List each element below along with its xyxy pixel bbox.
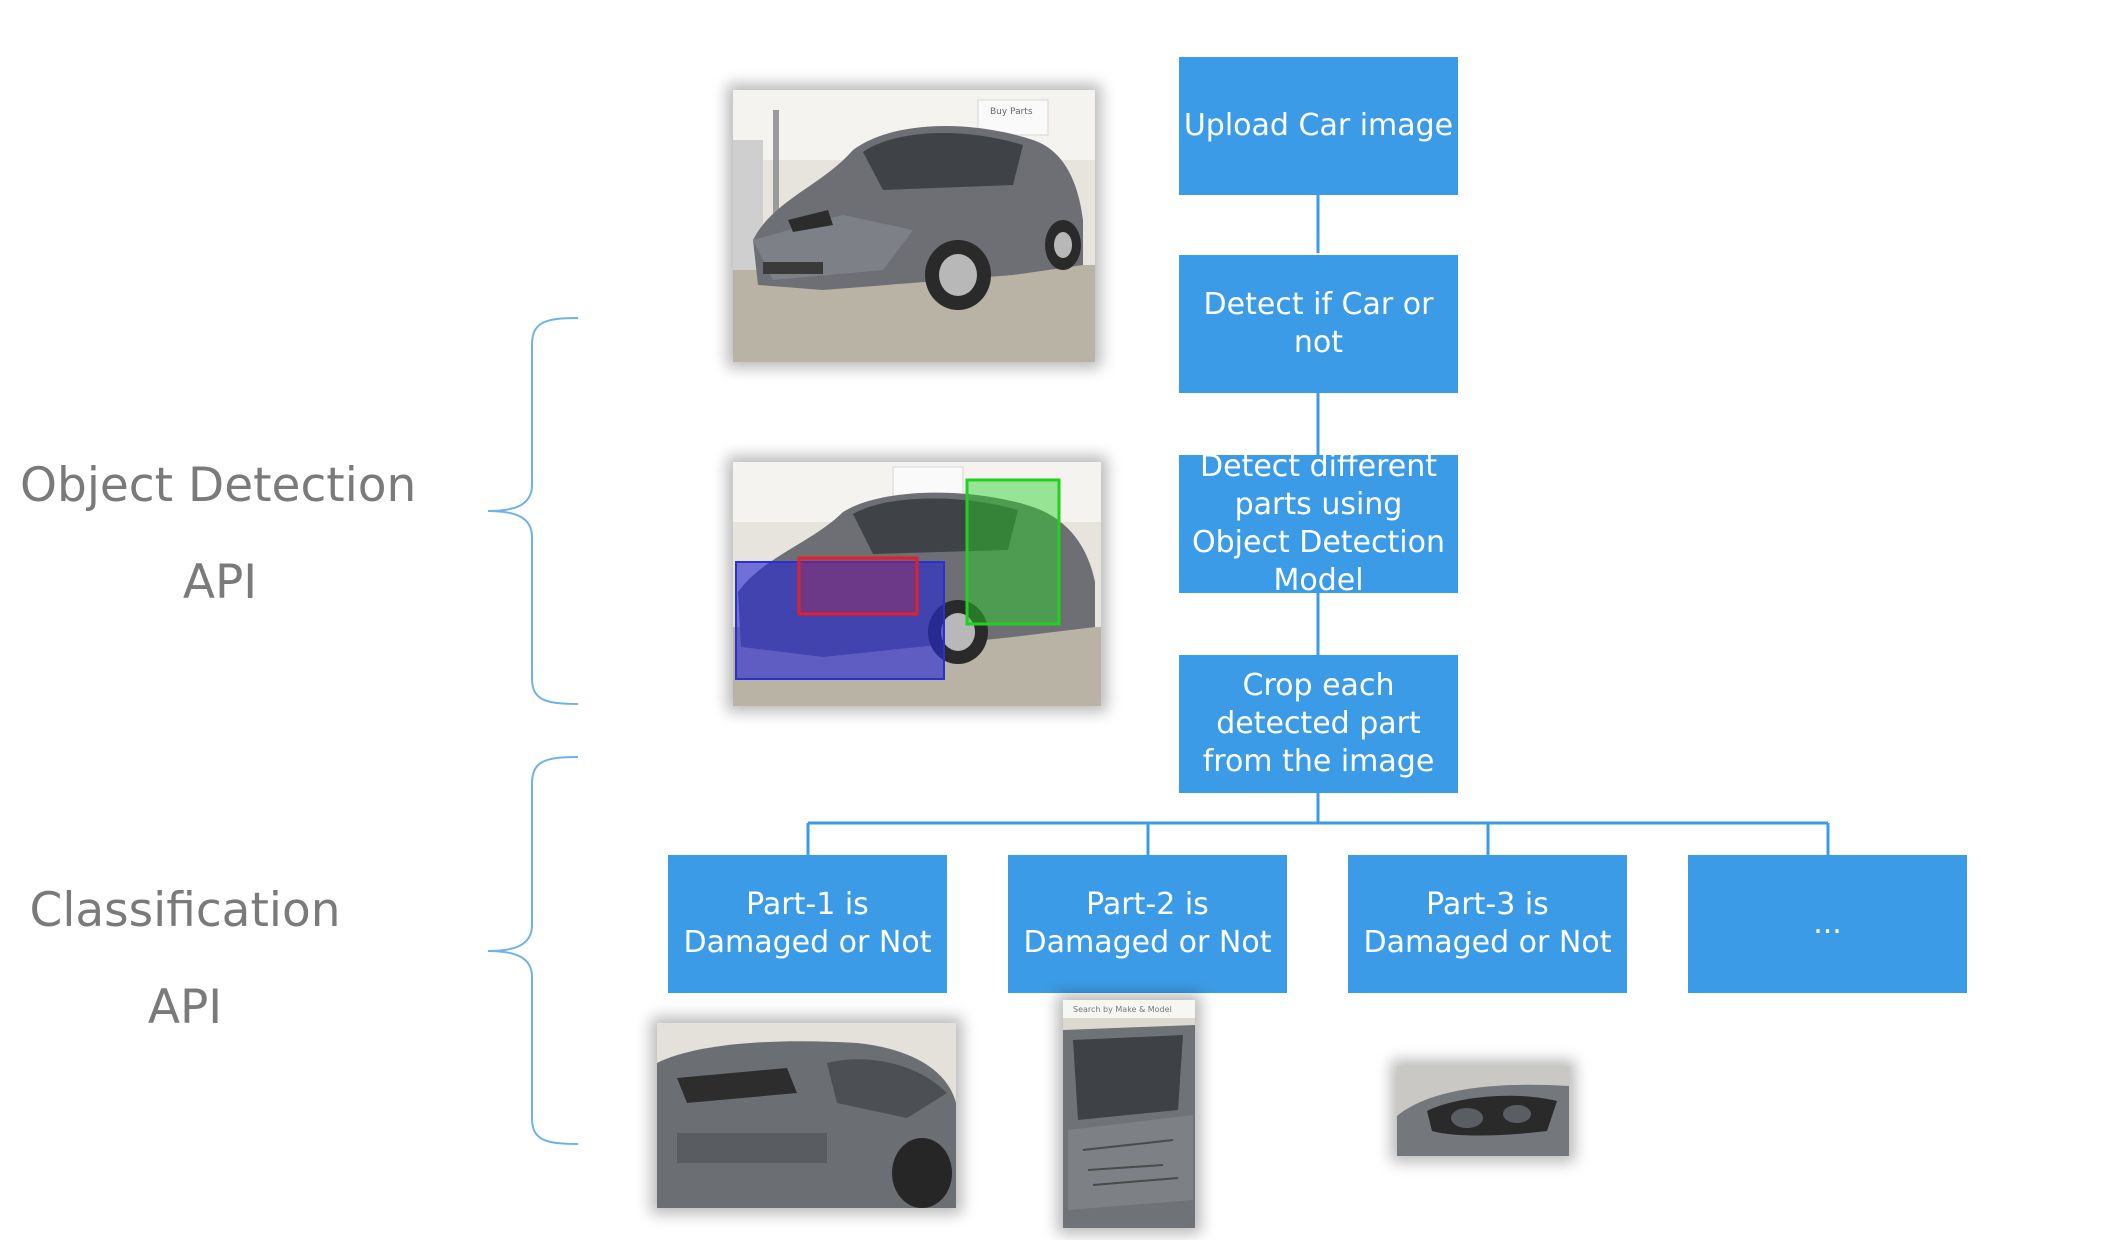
photo-sign-text: Buy Parts	[990, 107, 1033, 117]
part-more-label: ...	[1813, 906, 1842, 941]
label-object-detection: Object Detection	[20, 458, 417, 513]
car-photo: Buy Parts	[733, 90, 1095, 362]
label-classification: Classification	[29, 883, 341, 938]
step-detect-car: Detect if Car or not	[1179, 255, 1458, 393]
bbox-red	[797, 556, 919, 616]
brace-object-detection	[487, 317, 579, 705]
bbox-green	[965, 478, 1061, 626]
label-object-detection-api: API	[182, 555, 258, 610]
part-3-label: Part-3 is Damaged or Not	[1363, 887, 1612, 960]
crop-part-2: Search by Make & Model	[1063, 1000, 1195, 1228]
step-detect-parts: Detect different parts using Object Dete…	[1179, 449, 1458, 598]
label-classification-api: API	[147, 980, 223, 1035]
bbox-blue	[735, 561, 945, 680]
part-1-box: Part-1 is Damaged or Not	[668, 855, 947, 993]
crop-part-3	[1397, 1066, 1569, 1156]
part-2-box: Part-2 is Damaged or Not	[1008, 855, 1287, 993]
part-3-box: Part-3 is Damaged or Not	[1348, 855, 1627, 993]
detection-photo	[733, 462, 1101, 706]
part-1-label: Part-1 is Damaged or Not	[683, 887, 932, 960]
step-detect-car-label: Detect if Car or not	[1203, 287, 1434, 360]
step-crop-parts: Crop each detected part from the image	[1179, 655, 1458, 793]
brace-classification	[487, 756, 579, 1145]
step-detect-parts-label: Detect different parts using Object Dete…	[1192, 449, 1445, 598]
part-2-label: Part-2 is Damaged or Not	[1023, 887, 1272, 960]
step-crop-parts-label: Crop each detected part from the image	[1202, 668, 1435, 779]
step-upload-label: Upload Car image	[1183, 108, 1454, 143]
crop-part-1	[657, 1023, 956, 1208]
part-more-box: ...	[1688, 855, 1967, 993]
step-upload-car-image: Upload Car image	[1179, 57, 1458, 195]
crop-sign-text: Search by Make & Model	[1073, 1005, 1172, 1014]
